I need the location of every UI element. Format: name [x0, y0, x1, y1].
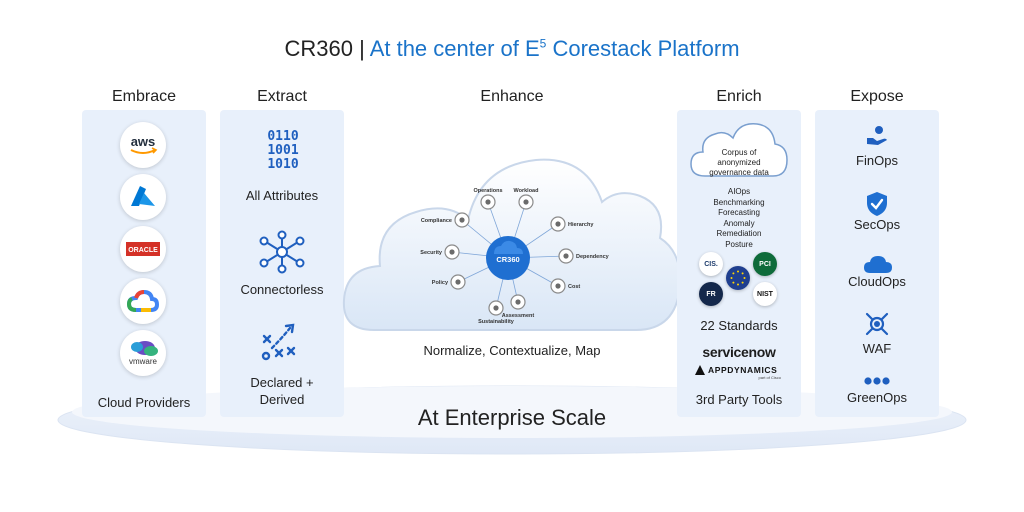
appdynamics-icon: [695, 365, 705, 375]
cr360-label: CR360: [496, 255, 519, 264]
strategy-icon: [261, 323, 296, 361]
vmware-logo: vmware: [120, 330, 166, 376]
finops-label: FinOps: [856, 153, 898, 168]
node-label-dependency: Dependency: [576, 254, 610, 260]
footer-label: At Enterprise Scale: [417, 405, 607, 430]
expose-heading: Expose: [850, 88, 904, 105]
node-label-cost: Cost: [568, 284, 580, 290]
waf-label: WAF: [862, 341, 892, 356]
declared-derived-label: Declared + Derived: [250, 375, 314, 407]
enrich-panel: Corpus of anonymized governance data AIO…: [677, 110, 801, 417]
greenops-label: GreenOps: [847, 390, 907, 405]
oracle-logo: ORACLE: [120, 226, 166, 272]
shield-check-icon: [867, 192, 887, 216]
page-title: CR360 | At the center of E5 Corestack Pl…: [284, 36, 740, 61]
third-party-tools-label: 3rd Party Tools: [695, 392, 783, 407]
cloud-icon: [864, 256, 892, 273]
aws-logo: aws: [120, 122, 166, 168]
node-hierarchy: Hierarchy: [550, 216, 594, 232]
nist-badge: NIST: [753, 282, 777, 306]
embrace-panel: aws ORACLE vmware Cloud Provid: [82, 110, 206, 417]
network-hub-icon: [259, 230, 305, 274]
google-cloud-logo: [120, 278, 166, 324]
more-dots-icon: [864, 377, 890, 385]
enhance-caption: Normalize, Contextualize, Map: [423, 343, 601, 358]
node-security: Security: [420, 244, 460, 260]
cloud-providers-label: Cloud Providers: [97, 395, 191, 410]
node-label-compliance: Compliance: [421, 218, 452, 224]
all-attributes-label: All Attributes: [245, 188, 319, 203]
node-cost: Cost: [550, 278, 580, 294]
appdynamics-logo: APPDYNAMICS part of Cisco: [695, 365, 785, 380]
cloudops-label: CloudOps: [848, 274, 906, 289]
expose-panel: FinOps SecOps CloudOps WAF GreenOps: [815, 110, 939, 417]
node-label-assessment: Assessment: [502, 313, 535, 319]
finops-icon: [867, 126, 887, 145]
enrich-heading: Enrich: [716, 88, 762, 105]
node-policy: Policy: [432, 274, 466, 290]
node-assessment: Assessment: [502, 294, 535, 319]
node-label-policy: Policy: [432, 280, 449, 286]
node-label-operations: Operations: [473, 188, 502, 194]
svg-text:aws: aws: [131, 134, 156, 149]
pci-badge: PCI: [753, 252, 777, 276]
secops-label: SecOps: [853, 217, 901, 232]
node-dependency: Dependency: [558, 248, 610, 264]
eu-badge: [726, 266, 750, 290]
enhance-heading: Enhance: [480, 88, 544, 105]
connectorless-label: Connectorless: [240, 282, 324, 297]
embrace-heading: Embrace: [111, 88, 177, 105]
binary-icon: 0110 1001 1010: [267, 129, 299, 172]
node-sustainability: Sustainability: [478, 300, 515, 325]
azure-logo: [120, 174, 166, 220]
cis-badge: CIS.: [699, 252, 723, 276]
cr360-cloud-diagram: Operations WorkloadComplianceHierarchySec…: [342, 158, 682, 331]
svg-text:ORACLE: ORACLE: [128, 247, 158, 254]
servicenow-logo: servicenow: [702, 344, 776, 360]
node-workload: Workload: [514, 188, 539, 210]
svg-text:vmware: vmware: [129, 357, 158, 366]
node-label-workload: Workload: [514, 188, 539, 194]
node-label-security: Security: [420, 250, 443, 256]
fedramp-badge: FR: [699, 282, 723, 306]
corpus-text: Corpus of anonymized governance data: [709, 148, 769, 177]
corpus-cloud-icon: [690, 123, 788, 177]
standards-label: 22 Standards: [700, 318, 778, 333]
extract-heading: Extract: [257, 88, 307, 105]
node-label-sustainability: Sustainability: [478, 319, 515, 325]
capabilities-list: AIOps Benchmarking Forecasting Anomaly R…: [713, 187, 765, 249]
node-operations: Operations: [473, 188, 503, 210]
node-label-hierarchy: Hierarchy: [568, 222, 594, 228]
waf-icon: [865, 312, 889, 336]
node-compliance: Compliance: [421, 212, 470, 228]
extract-panel: 0110 1001 1010 All Attributes Connectorl…: [220, 110, 344, 417]
